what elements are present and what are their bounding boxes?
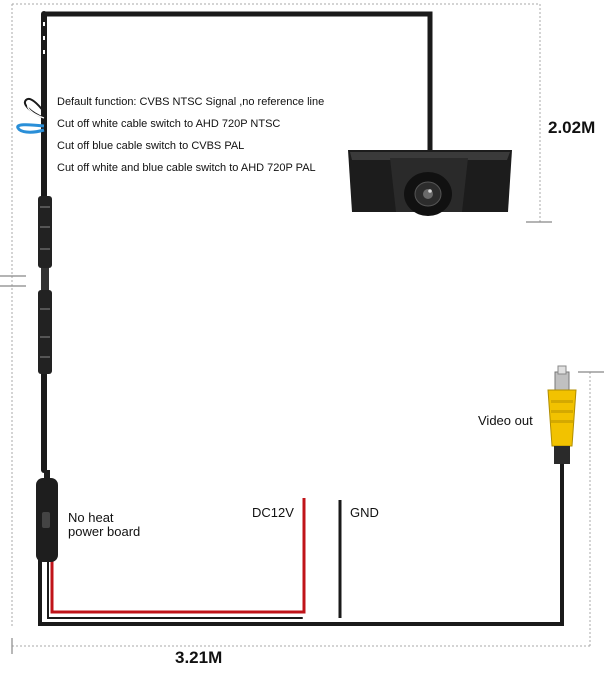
dimension-ticks [0, 221, 604, 654]
power-board-connector [36, 470, 58, 562]
no-heat-label-line2: power board [68, 524, 141, 539]
dc12v-label: DC12V [252, 505, 294, 520]
video-out-label: Video out [478, 413, 533, 428]
power-wires [50, 498, 342, 618]
connector-icon [38, 196, 52, 374]
no-heat-label-line1: No heat [68, 510, 114, 525]
gnd-label: GND [350, 505, 379, 520]
blue-wire-loop-icon [16, 123, 45, 134]
note-white-cable: Cut off white cable switch to AHD 720P N… [57, 118, 281, 130]
height-dimension-label: 2.02M [548, 118, 596, 137]
note-blue-cable: Cut off blue cable switch to CVBS PAL [57, 140, 245, 152]
dimension-guides [11, 3, 591, 647]
rca-plug-icon [547, 365, 577, 464]
camera-icon [348, 150, 512, 216]
width-dimension-label: 3.21M [175, 648, 223, 667]
no-heat-label: No heat power board [68, 511, 140, 539]
main-cable [38, 11, 564, 626]
note-white-blue-cable: Cut off white and blue cable switch to A… [57, 162, 316, 174]
note-default-function: Default function: CVBS NTSC Signal ,no r… [57, 96, 325, 108]
white-wire-loop-icon [24, 98, 45, 119]
